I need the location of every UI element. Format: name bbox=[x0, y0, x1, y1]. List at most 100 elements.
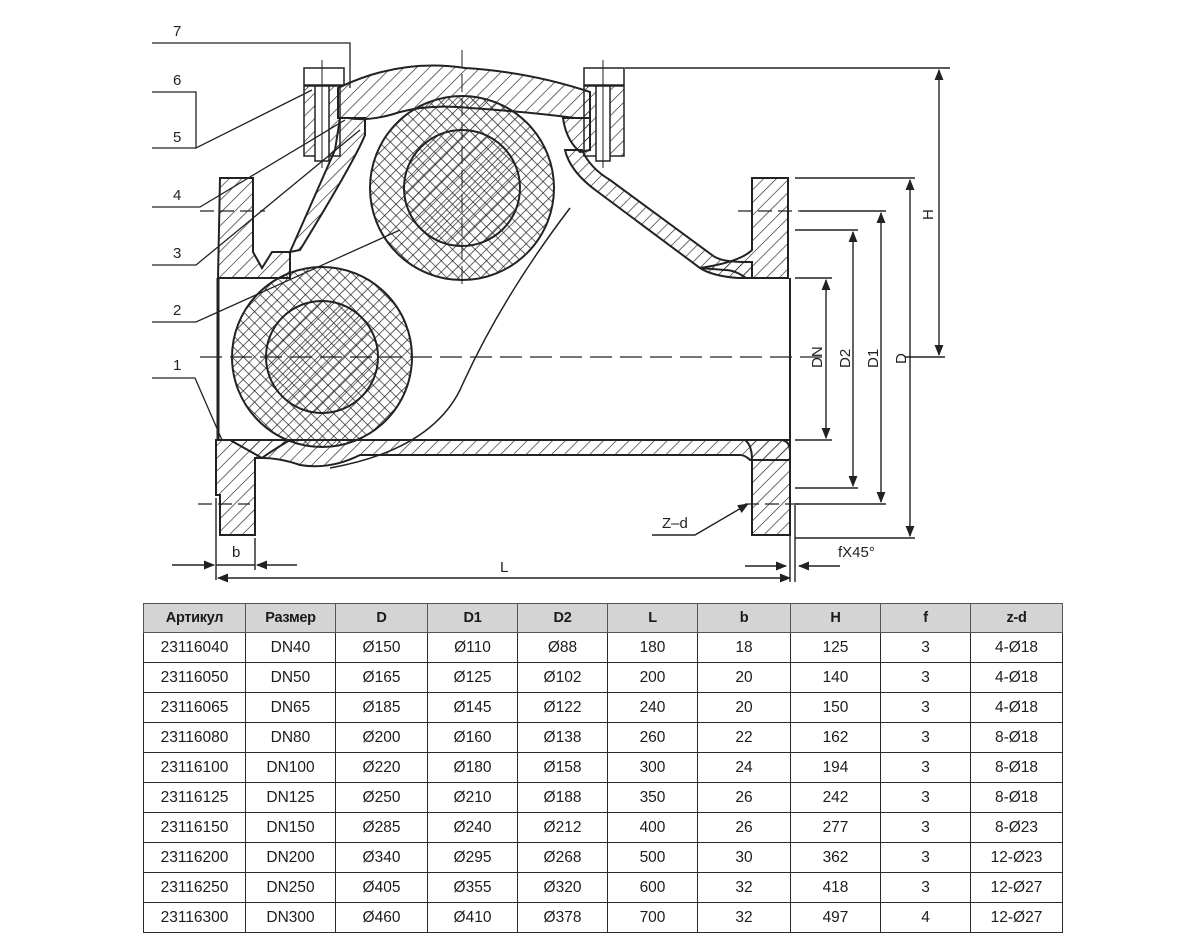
cell-size: DN150 bbox=[245, 812, 336, 843]
col-header-D2: D2 bbox=[517, 603, 608, 633]
cover bbox=[337, 64, 591, 121]
cell-L: 180 bbox=[607, 632, 698, 663]
dim-label-zd: Z–d bbox=[662, 515, 688, 532]
cell-H: 277 bbox=[790, 812, 881, 843]
cell-H: 362 bbox=[790, 842, 881, 873]
bolt-left-head bbox=[303, 67, 345, 86]
bolt-right bbox=[583, 60, 625, 168]
cell-zd: 4-Ø18 bbox=[970, 632, 1063, 663]
cell-zd: 12-Ø27 bbox=[970, 902, 1063, 933]
cell-f: 3 bbox=[880, 752, 971, 783]
cell-b: 18 bbox=[697, 632, 791, 663]
cell-f: 3 bbox=[880, 632, 971, 663]
cell-b: 24 bbox=[697, 752, 791, 783]
cell-article: 23116065 bbox=[143, 692, 246, 723]
cell-H: 194 bbox=[790, 752, 881, 783]
cell-D: Ø165 bbox=[335, 662, 428, 693]
cell-D1: Ø240 bbox=[427, 812, 518, 843]
bolt-left bbox=[303, 60, 345, 168]
cell-b: 26 bbox=[697, 782, 791, 813]
dim-label-L: L bbox=[500, 559, 508, 576]
cell-b: 32 bbox=[697, 902, 791, 933]
cell-size: DN200 bbox=[245, 842, 336, 873]
valve-drawing: 7 6 5 4 3 2 1 bbox=[152, 23, 950, 583]
bolt-right-head bbox=[583, 67, 625, 86]
cell-size: DN80 bbox=[245, 722, 336, 753]
dim-label-H: H bbox=[920, 209, 937, 220]
col-header-L: L bbox=[607, 603, 698, 633]
cell-L: 240 bbox=[607, 692, 698, 723]
col-header-f: f bbox=[880, 603, 971, 633]
cell-article: 23116040 bbox=[143, 632, 246, 663]
cell-article: 23116150 bbox=[143, 812, 246, 843]
part-label-3: 3 bbox=[173, 245, 181, 262]
cell-D2: Ø268 bbox=[517, 842, 608, 873]
cell-size: DN300 bbox=[245, 902, 336, 933]
cell-size: DN40 bbox=[245, 632, 336, 663]
col-header-b: b bbox=[697, 603, 791, 633]
cell-b: 32 bbox=[697, 872, 791, 903]
cell-L: 400 bbox=[607, 812, 698, 843]
dimension-labels: H D D1 D2 DN L b Z–d fX45° bbox=[232, 209, 937, 576]
cell-D2: Ø88 bbox=[517, 632, 608, 663]
cell-L: 350 bbox=[607, 782, 698, 813]
cell-D2: Ø212 bbox=[517, 812, 608, 843]
cell-size: DN50 bbox=[245, 662, 336, 693]
dim-label-DN: DN bbox=[809, 346, 826, 368]
cell-article: 23116125 bbox=[143, 782, 246, 813]
col-header-article: Артикул bbox=[143, 603, 246, 633]
cell-f: 4 bbox=[880, 902, 971, 933]
cell-D1: Ø295 bbox=[427, 842, 518, 873]
cell-f: 3 bbox=[880, 662, 971, 693]
cell-D2: Ø158 bbox=[517, 752, 608, 783]
part-label-4: 4 bbox=[173, 187, 181, 204]
part-label-5: 5 bbox=[173, 129, 181, 146]
cell-D1: Ø160 bbox=[427, 722, 518, 753]
cell-zd: 12-Ø23 bbox=[970, 842, 1063, 873]
table-header-row: Артикул Размер D D1 D2 L b H f z-d bbox=[143, 603, 1063, 633]
cell-zd: 12-Ø27 bbox=[970, 872, 1063, 903]
cell-zd: 8-Ø18 bbox=[970, 722, 1063, 753]
col-header-zd: z-d bbox=[970, 603, 1063, 633]
cell-H: 140 bbox=[790, 662, 881, 693]
cell-D1: Ø145 bbox=[427, 692, 518, 723]
cell-D1: Ø210 bbox=[427, 782, 518, 813]
cell-H: 162 bbox=[790, 722, 881, 753]
cell-D2: Ø102 bbox=[517, 662, 608, 693]
part-labels: 7 6 5 4 3 2 1 bbox=[173, 23, 181, 374]
cell-D: Ø405 bbox=[335, 872, 428, 903]
cell-D: Ø460 bbox=[335, 902, 428, 933]
cell-L: 200 bbox=[607, 662, 698, 693]
cell-zd: 8-Ø23 bbox=[970, 812, 1063, 843]
right-flange-lower bbox=[741, 439, 791, 536]
cell-f: 3 bbox=[880, 872, 971, 903]
cell-size: DN250 bbox=[245, 872, 336, 903]
cell-D: Ø200 bbox=[335, 722, 428, 753]
body-diagonal-wall bbox=[563, 149, 753, 279]
cell-D2: Ø320 bbox=[517, 872, 608, 903]
cell-article: 23116300 bbox=[143, 902, 246, 933]
cell-zd: 8-Ø18 bbox=[970, 752, 1063, 783]
cell-b: 30 bbox=[697, 842, 791, 873]
cell-f: 3 bbox=[880, 782, 971, 813]
cell-D: Ø220 bbox=[335, 752, 428, 783]
cell-f: 3 bbox=[880, 842, 971, 873]
cell-D1: Ø180 bbox=[427, 752, 518, 783]
ball-guide-curve bbox=[329, 207, 571, 469]
cell-f: 3 bbox=[880, 722, 971, 753]
cell-size: DN125 bbox=[245, 782, 336, 813]
cell-L: 260 bbox=[607, 722, 698, 753]
dim-label-D: D bbox=[893, 353, 910, 364]
cell-D: Ø340 bbox=[335, 842, 428, 873]
cell-size: DN65 bbox=[245, 692, 336, 723]
